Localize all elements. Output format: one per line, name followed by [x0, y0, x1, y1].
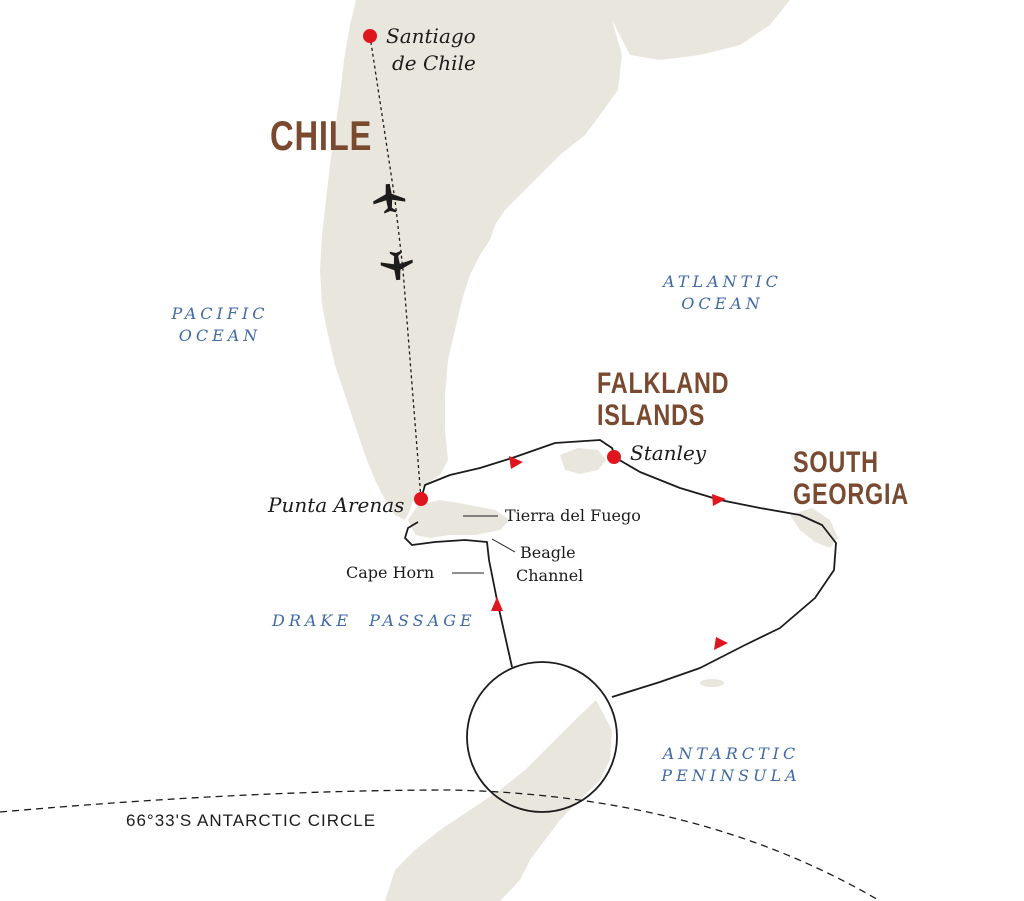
antarctic-circle-label: 66°33'S ANTARCTIC CIRCLE [126, 811, 377, 830]
tierra-del-fuego-island [408, 500, 510, 538]
chile-label: CHILE [270, 112, 373, 159]
tierra-del-fuego-label: Tierra del Fuego [505, 506, 641, 525]
santiago-label-line2: de Chile [392, 51, 476, 75]
airplane-icon [380, 250, 413, 281]
ship-route [404, 439, 837, 698]
drake-passage-label: DRAKE PASSAGE [272, 611, 476, 630]
falkland-islands-landmass [560, 448, 606, 474]
pacific-ocean-line2: OCEAN [178, 326, 262, 345]
punta-arenas-label: Punta Arenas [268, 493, 405, 517]
direction-arrow-icon [491, 597, 503, 611]
south-georgia-label-line1: SOUTH [793, 446, 879, 479]
location-marker-icon [363, 29, 377, 43]
direction-arrow-icon [509, 456, 523, 469]
south-america-landmass [320, 0, 622, 520]
beagle-channel-label-line2: Channel [516, 566, 584, 585]
antarctic-peninsula-highlight [466, 661, 618, 813]
location-marker-icon [414, 492, 428, 506]
south-orkney-islands [700, 679, 724, 687]
atlantic-ocean-line1: ATLANTIC [663, 272, 782, 291]
antarctic-peninsula-line1: ANTARCTIC [662, 744, 800, 763]
falkland-islands-label-line2: ISLANDS [597, 399, 706, 432]
atlantic-coast-landmass [600, 0, 790, 60]
pacific-ocean-label: PACIFIC OCEAN [160, 303, 280, 347]
santiago-label-line1: Santiago [386, 24, 476, 48]
antarctic-peninsula-line2: PENINSULA [661, 766, 801, 785]
south-georgia-landmass [790, 508, 838, 548]
airplane-icon [373, 183, 406, 214]
stanley-label: Stanley [630, 441, 707, 465]
beagle-channel-leader [491, 538, 516, 553]
beagle-channel-label-line1: Beagle [520, 543, 576, 562]
direction-arrow-icon [712, 494, 726, 506]
falkland-islands-label-line1: FALKLAND [597, 367, 730, 400]
direction-arrow-icon [714, 637, 728, 650]
antarctic-peninsula-label: ANTARCTIC PENINSULA [652, 743, 810, 787]
south-georgia-label-line2: GEORGIA [793, 478, 909, 511]
cape-horn-label: Cape Horn [346, 563, 435, 582]
antarctic-peninsula-landmass [385, 700, 612, 901]
atlantic-ocean-line2: OCEAN [681, 294, 764, 313]
pacific-ocean-line1: PACIFIC [171, 304, 269, 323]
antarctic-circle-line [0, 789, 881, 901]
location-marker-icon [607, 450, 621, 464]
atlantic-ocean-label: ATLANTIC OCEAN [650, 271, 795, 315]
